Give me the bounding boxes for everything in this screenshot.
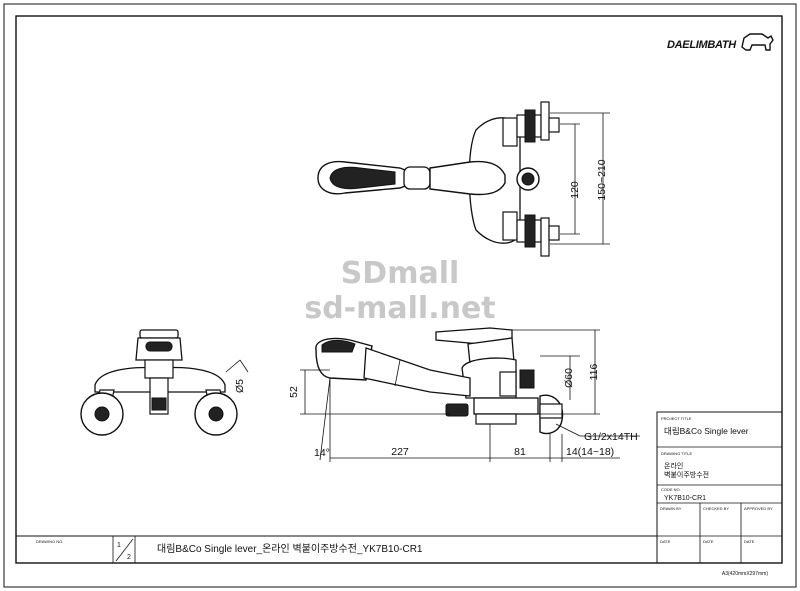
front-lever	[139, 329, 179, 339]
dim-phi60: Ø60	[563, 368, 575, 388]
spray-hose	[363, 347, 471, 397]
drawn-by-label: DRAWN BY	[660, 506, 682, 511]
dim-81: 81	[514, 446, 526, 458]
project-title: 대림B&Co Single lever	[664, 426, 749, 436]
sheet-number: 1	[117, 542, 121, 549]
date-label-1: DATE	[660, 539, 671, 544]
outer-frame	[3, 3, 797, 588]
upper-inlet-connector	[502, 101, 560, 147]
dim-116: 116	[588, 363, 600, 380]
top-view: 120 150~210	[317, 101, 610, 257]
drawing-title-line2: 벽붙이주방수전	[664, 470, 709, 479]
dim-14-range: 14(14~18)	[566, 446, 614, 458]
watermark-line1: SDmall	[341, 256, 460, 291]
date-label-2: DATE	[703, 539, 714, 544]
dim-120: 120	[569, 181, 581, 199]
dim-227: 227	[391, 446, 409, 458]
bear-icon	[741, 33, 774, 51]
drawing-title-line1: 온라인	[664, 461, 683, 470]
dim-angle-14: 14°	[314, 447, 330, 459]
front-neck	[144, 359, 174, 379]
sheet-total: 2	[127, 554, 131, 561]
approved-by-label: APPROVED BY	[744, 506, 773, 511]
side-connector	[499, 371, 517, 397]
drawing-name: 대림B&Co Single lever_온라인 벽붙이주방수전_YK7B10-C…	[157, 543, 423, 555]
hose-cap	[445, 403, 469, 417]
code-no-label: CODE NO.	[661, 487, 681, 492]
dim-150-210: 150~210	[596, 159, 608, 200]
daelim-bath-logo: DAELIMBATH	[667, 33, 774, 51]
side-base	[473, 397, 539, 415]
bottom-bar: DRAWING NO. 1 2 대림B&Co Single lever_온라인 …	[16, 535, 657, 563]
dim-52: 52	[288, 386, 300, 398]
dim-thread: G1/2x14TH	[584, 431, 638, 443]
date-label-3: DATE	[744, 539, 755, 544]
title-block: PROJECT TITLE 대림B&Co Single lever DRAWIN…	[656, 411, 783, 564]
front-cartridge-window	[145, 341, 173, 352]
paper-size: A3(420mmX297mm)	[722, 571, 768, 577]
dim-phi5: Ø5	[234, 379, 246, 393]
lower-inlet-connector	[502, 211, 560, 257]
lever-handle-inner	[329, 166, 396, 190]
watermark-line2: sd-mall.net	[304, 291, 495, 326]
drawing-no-label: DRAWING NO.	[36, 539, 63, 544]
checked-by-label: CHECKED BY	[703, 506, 729, 511]
spout-top	[429, 160, 506, 196]
front-view: Ø5	[80, 329, 249, 436]
lever-neck	[403, 166, 431, 190]
logo-text: DAELIMBATH	[667, 39, 737, 51]
drawing-title-label: DRAWING TITLE	[661, 451, 692, 456]
cartridge-cap-inner	[521, 172, 535, 186]
side-view: 116 Ø60 52 14° 227 81 14(14~18) G1/2x14T…	[288, 327, 640, 462]
project-title-label: PROJECT TITLE	[661, 416, 692, 421]
inner-frame	[15, 15, 783, 564]
code-no: YK7B10-CR1	[664, 495, 706, 502]
